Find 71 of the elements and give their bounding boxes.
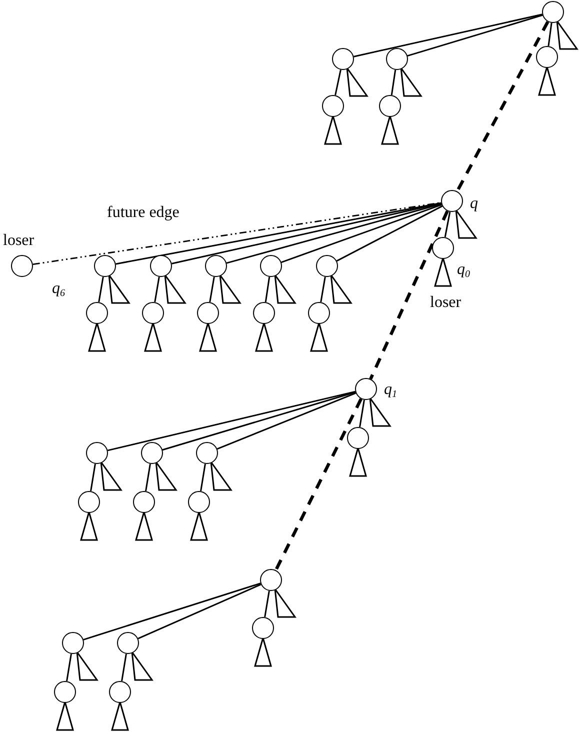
tree-node-circle	[150, 255, 172, 277]
dashed-line	[274, 398, 363, 571]
tree-edge	[407, 14, 543, 57]
tree-node-circle	[536, 46, 558, 68]
tree-node-circle	[322, 95, 344, 117]
tree-node-circle	[78, 491, 100, 513]
tree-node-circle	[386, 48, 408, 70]
tree-node-circle	[308, 302, 330, 324]
tree-node-circle	[347, 427, 369, 449]
tree-node-circle	[62, 632, 84, 654]
tree-edge	[209, 276, 215, 302]
tree-node-circle	[86, 442, 108, 464]
tree-node-circle	[332, 48, 354, 70]
tree-node-circle	[542, 1, 564, 23]
node-label: loser	[3, 233, 34, 249]
note-label: loser	[430, 295, 462, 311]
tree-edge	[172, 202, 442, 264]
tree-edge	[154, 276, 160, 302]
tree-node-circle	[205, 255, 227, 277]
tree-node-circle	[54, 681, 76, 703]
tree-node-circle	[133, 491, 155, 513]
tree-edge	[264, 590, 270, 618]
tree-node-circle	[260, 255, 282, 277]
tree-edge	[320, 276, 326, 302]
tree-edge	[354, 14, 542, 58]
tree-edge	[334, 70, 342, 96]
tree-edge	[116, 202, 442, 265]
tree-node-circle	[86, 302, 108, 324]
tree-node-circle	[379, 95, 401, 117]
tree-edge	[145, 464, 151, 492]
tree-node-circle	[109, 681, 131, 703]
tree-node-circle	[94, 255, 116, 277]
tree-node-circle	[253, 302, 275, 324]
tree-node-circle	[197, 302, 219, 324]
dashed-line	[369, 210, 449, 380]
tree-edge	[336, 205, 443, 262]
node-label: q$_{6}$	[52, 281, 65, 299]
tree-node-circle	[355, 378, 377, 400]
tree-edge	[548, 22, 552, 46]
tree-node-circle	[196, 442, 218, 464]
edge-label: future edge	[107, 205, 180, 221]
tree-node-circle	[141, 442, 163, 464]
future-edge-line	[32, 202, 442, 266]
tree-node-circle	[441, 190, 463, 212]
tree-node-circle	[142, 302, 164, 324]
tree-edge	[390, 70, 396, 96]
tree-edge	[90, 464, 96, 492]
tree-node-circle	[432, 237, 454, 259]
tree-edge	[444, 212, 451, 238]
node-label: q	[470, 196, 478, 212]
tree-edge	[83, 582, 261, 640]
tree-edge	[226, 203, 442, 264]
dashed-line	[456, 20, 550, 192]
tree-node-circle	[188, 491, 210, 513]
tree-edge	[121, 654, 127, 682]
tree-edge	[66, 654, 72, 682]
tree-node-circle	[260, 569, 282, 591]
tree-node-circle	[316, 255, 338, 277]
tree-edge	[359, 400, 365, 428]
tree-edge	[108, 390, 356, 452]
tree-edge	[281, 204, 442, 263]
tree-node-circle	[117, 632, 139, 654]
node-label: q$_{0}$	[457, 262, 470, 280]
tree-edge	[216, 392, 356, 450]
tree-edge	[264, 276, 270, 302]
tree-edge	[200, 464, 206, 492]
node-label: q$_{1}$	[384, 382, 397, 400]
tree-node-circle	[252, 617, 274, 639]
tree-edge	[98, 276, 104, 302]
tree-edge	[162, 391, 356, 451]
tree-edge	[138, 584, 262, 640]
